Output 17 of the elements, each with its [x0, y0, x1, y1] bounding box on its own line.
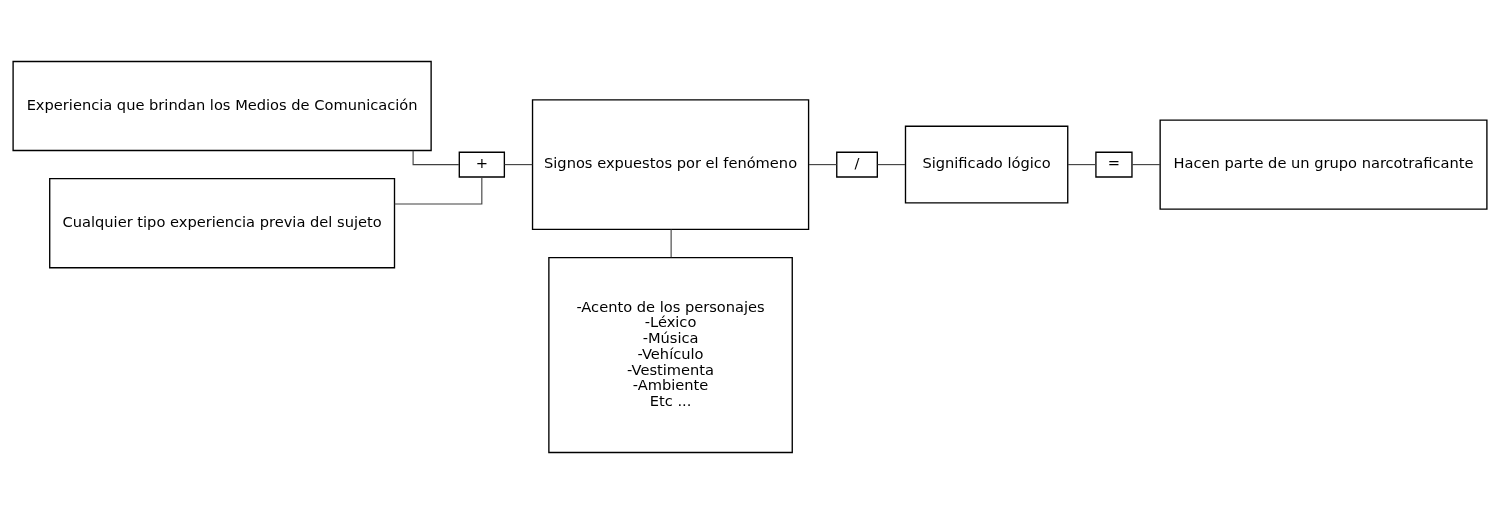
node-box: =	[1095, 151, 1133, 178]
node-box: Experiencia que brindan los Medios de Comunicación	[12, 60, 432, 152]
connector	[1067, 164, 1097, 166]
node-box: Significado lógico	[904, 125, 1069, 204]
connector	[1131, 164, 1161, 166]
connector	[877, 164, 906, 166]
node-box: /	[836, 151, 878, 178]
node-box: -Acento de los personajes -Léxico -Música -Vehículo -Vestimenta -Ambiente Etc ...	[548, 256, 793, 454]
connector	[670, 229, 672, 258]
node-box: +	[458, 151, 506, 178]
connector	[808, 164, 838, 166]
connector	[504, 164, 533, 166]
node-box: Cualquier tipo experiencia previa del sujeto	[49, 178, 396, 269]
connector	[394, 176, 483, 205]
connector	[412, 150, 460, 166]
node-box: Hacen parte de un grupo narcotraficante	[1159, 119, 1488, 210]
node-box: Signos expuestos por el fenómeno	[531, 99, 810, 231]
